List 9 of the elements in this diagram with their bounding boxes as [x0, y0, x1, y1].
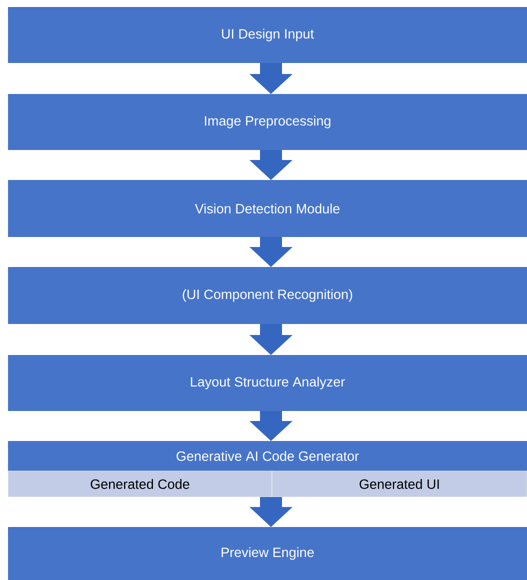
process-box: Preview Engine — [8, 527, 527, 580]
process-box: UI Design Input — [8, 7, 527, 63]
process-box: Vision Detection Module — [8, 180, 527, 237]
process-box: Generative AI Code Generator — [8, 441, 527, 471]
process-box: (UI Component Recognition) — [8, 267, 527, 324]
process-box: Image Preprocessing — [8, 94, 527, 150]
output-cell: Generated UI — [272, 470, 527, 498]
output-cell: Generated Code — [8, 470, 272, 498]
process-box: Layout Structure Analyzer — [8, 355, 527, 411]
